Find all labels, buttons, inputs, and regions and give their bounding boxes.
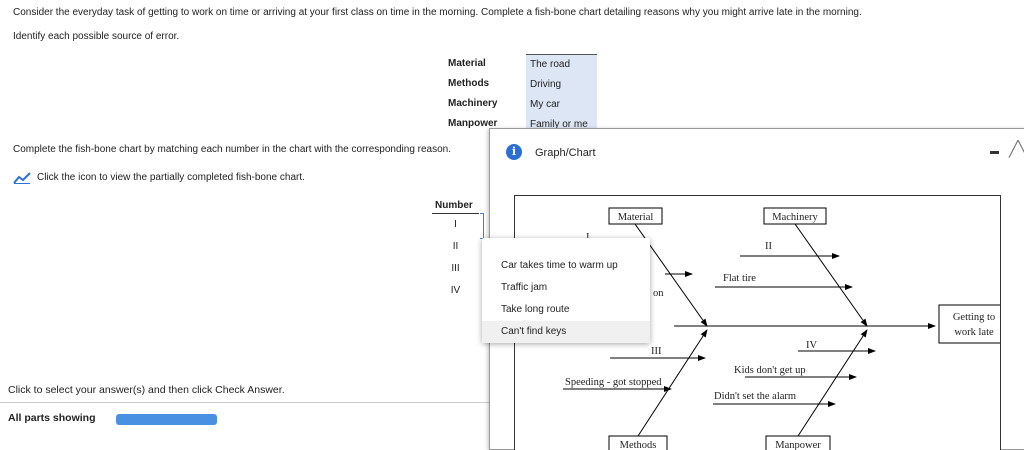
progress-bar [116,414,217,425]
info-icon: i [506,144,522,160]
graph-chart-window: i Graph/Chart ╱╲ [489,128,1024,450]
help-text: Click to select your answer(s) and then … [8,384,285,396]
source-family: Family or me [530,119,588,130]
window-title: Graph/Chart [535,147,596,159]
label-effect-2: work late [954,327,994,338]
window-header: i Graph/Chart ╱╲ [490,129,1024,173]
box-material [608,207,663,225]
bone-machinery [794,223,868,327]
question-line-1: Consider the everyday task of getting to… [13,7,862,18]
source-column: The road Driving My car Family or me [526,54,597,130]
label-num-2: II [765,241,772,252]
question-text: Consider the everyday task of getting to… [13,7,1013,55]
bone-manpower [797,329,868,437]
category-column: Material Methods Machinery Manpower [444,54,526,134]
label-machinery: Machinery [772,212,818,223]
number-item-2: II [452,241,459,252]
number-item-3: III [451,263,460,274]
question-line-2: Identify each possible source of error. [13,31,180,42]
parts-status: All parts showing [8,412,96,424]
reason-dropdown-menu[interactable]: Car takes time to warm up Traffic jam Ta… [482,238,650,343]
answer-select-edge[interactable] [480,213,484,239]
category-manpower: Manpower [448,118,498,129]
box-effect [938,304,1000,344]
line-chart-icon[interactable] [13,171,31,184]
label-speeding: Speeding - got stopped [565,377,662,388]
source-road: The road [530,59,571,70]
instruction-text: Complete the fish-bone chart by matching… [13,144,452,155]
view-chart-label[interactable]: Click the icon to view the partially com… [37,172,305,183]
dropdown-option-long-route[interactable]: Take long route [501,304,570,315]
category-machinery: Machinery [448,98,498,109]
label-flat-tire: Flat tire [723,273,756,284]
label-num-1: I [586,232,590,243]
bone-methods [637,329,708,437]
number-column: Number I II III IV [432,200,484,302]
label-methods: Methods [620,440,657,450]
view-chart-link[interactable]: Click the icon to view the partially com… [13,171,305,184]
label-kids: Kids don't get up [734,365,806,376]
source-car: My car [530,99,560,110]
label-material: Material [618,212,654,223]
number-header: Number [432,200,479,214]
label-manpower: Manpower [775,440,821,450]
dropdown-option-warm-up[interactable]: Car takes time to warm up [501,260,618,271]
label-alarm: Didn't set the alarm [714,391,796,402]
close-icon[interactable]: ╱╲ [1009,140,1024,158]
dropdown-option-traffic-jam[interactable]: Traffic jam [501,282,548,293]
label-partial-on: on [653,288,664,299]
source-driving: Driving [530,79,562,90]
box-machinery [763,207,827,225]
number-item-4: IV [450,285,461,296]
category-material: Material [448,58,486,69]
category-methods: Methods [448,78,490,89]
label-effect-1: Getting to [953,312,995,323]
dropdown-option-cant-find-keys[interactable]: Can't find keys [482,321,650,343]
label-num-3: III [651,346,662,357]
number-item-1: I [454,219,457,230]
fishbone-chart: Material Machinery Methods Manpower Gett… [514,195,1001,450]
divider [0,402,490,403]
label-num-4: IV [806,340,817,351]
minimize-button[interactable] [990,151,999,154]
